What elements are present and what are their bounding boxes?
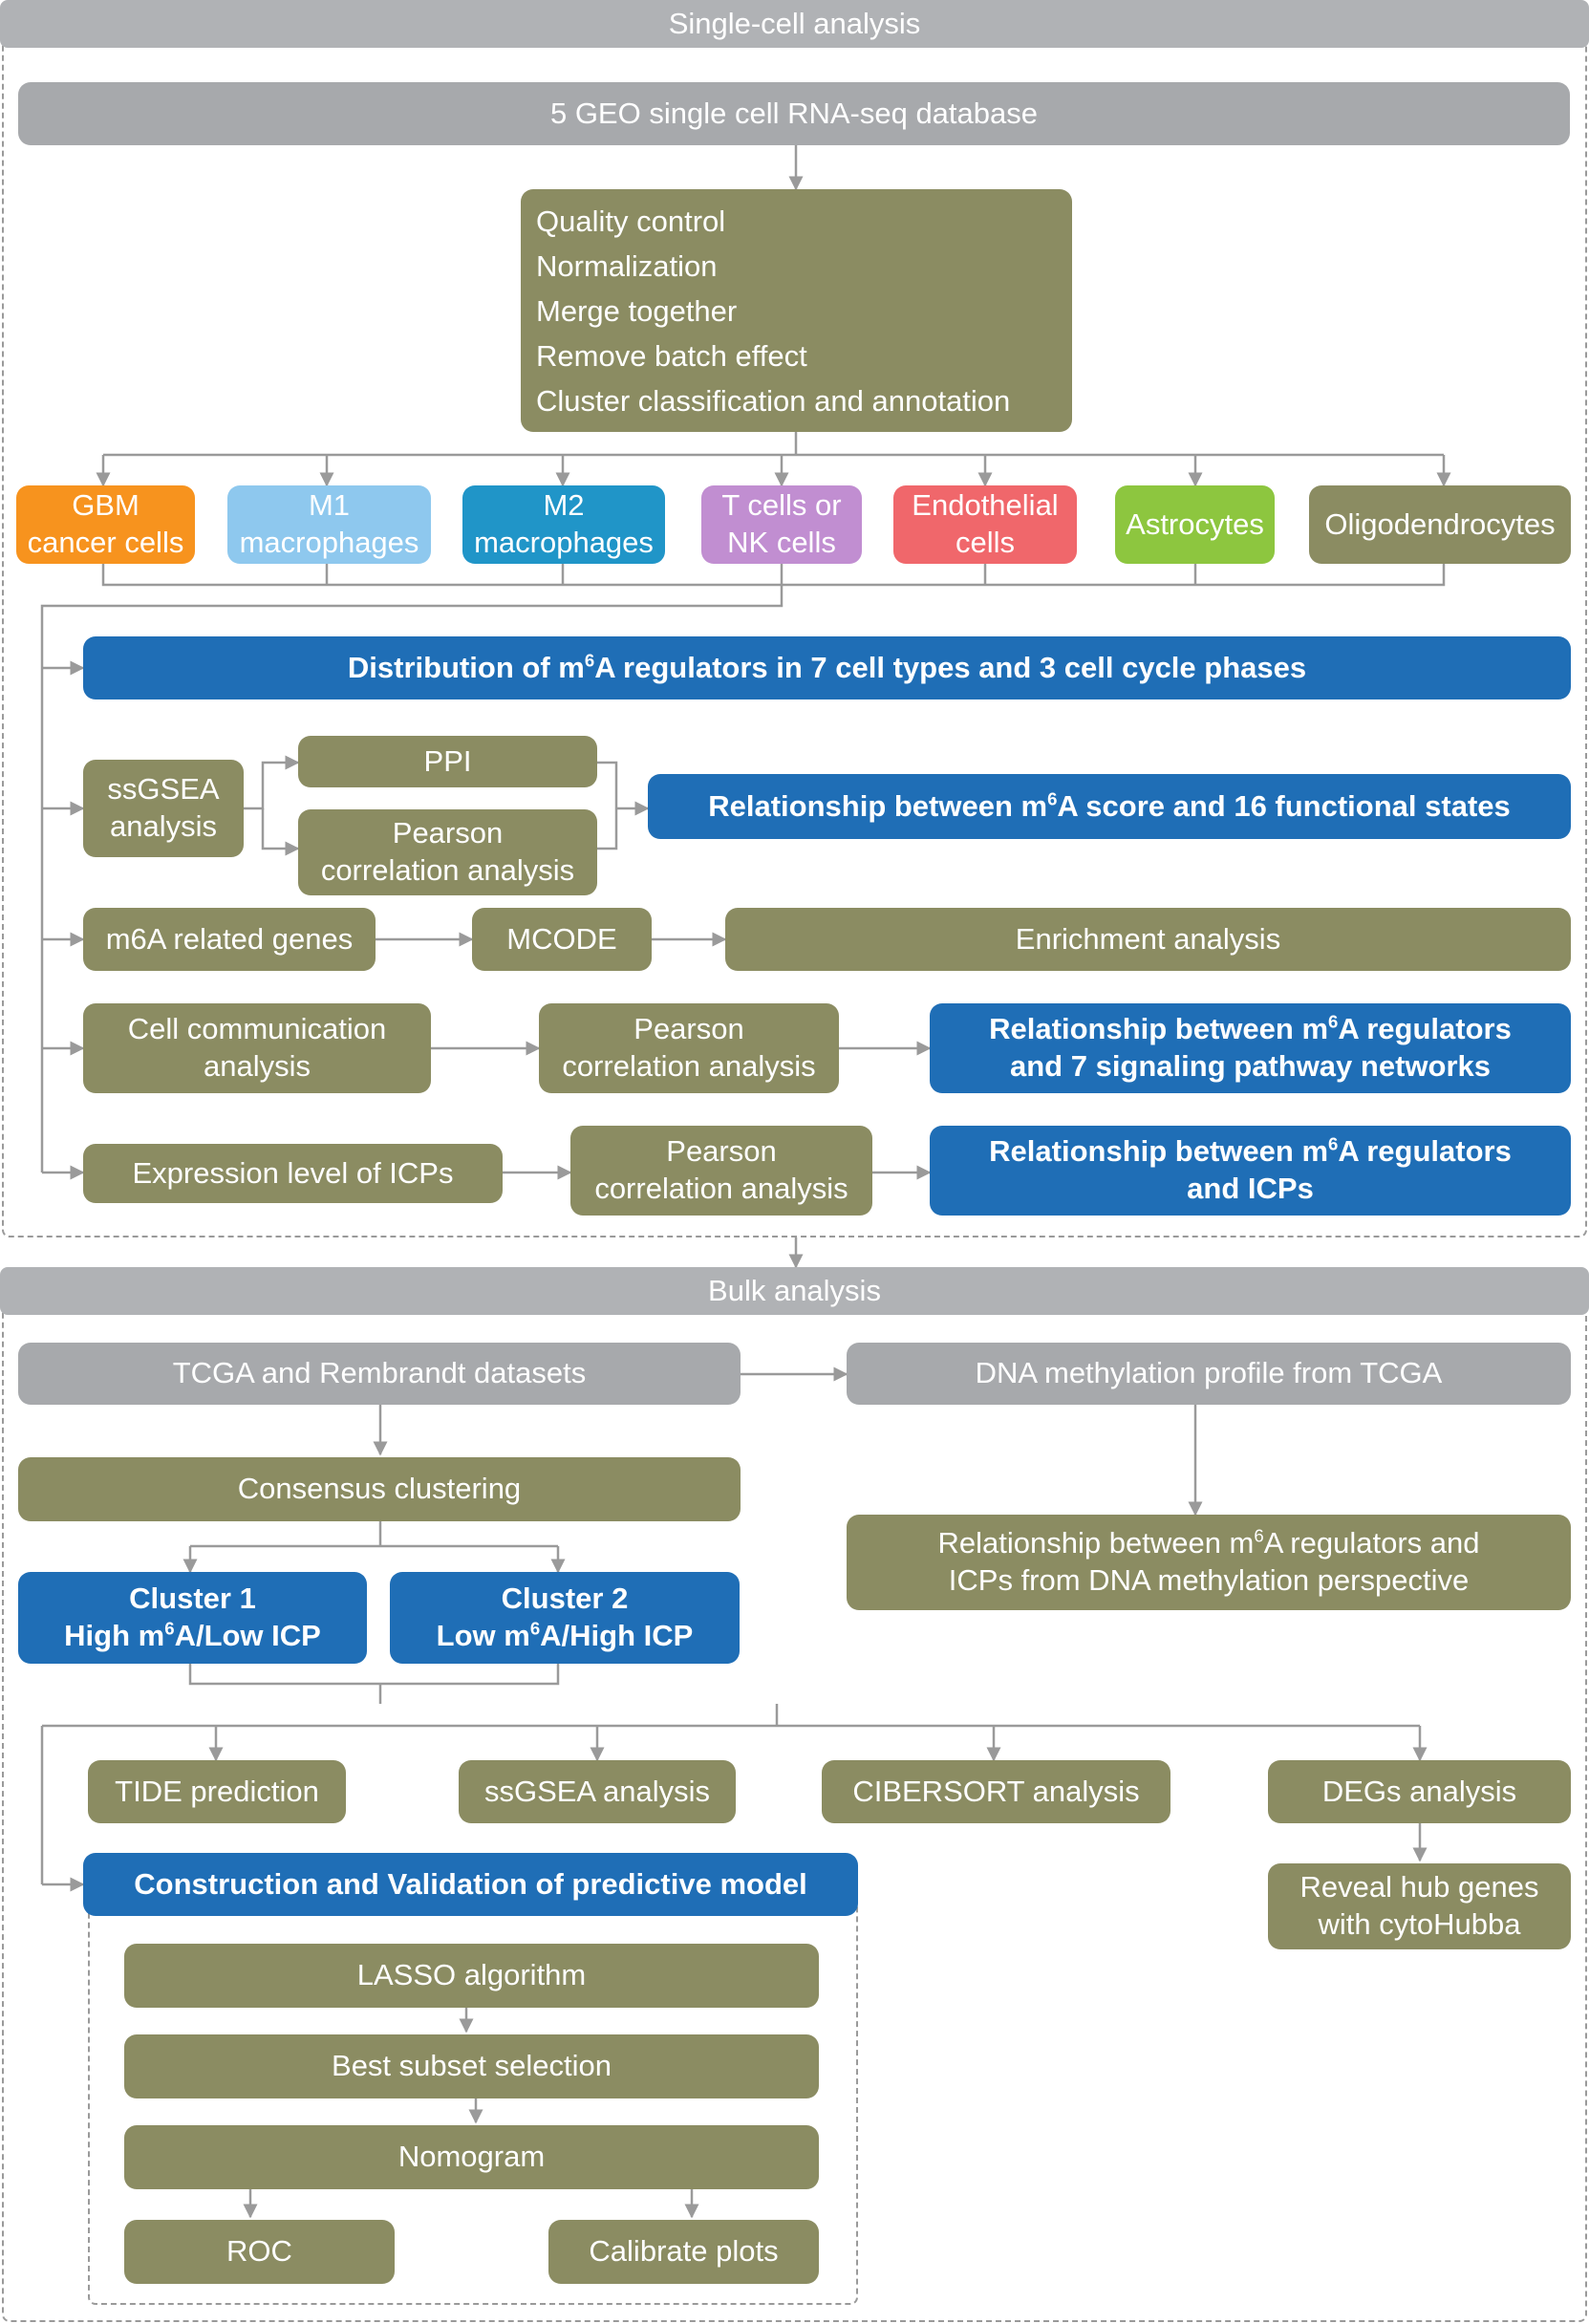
cell-type-tnk: T cells or NK cells	[701, 485, 862, 564]
qc-step: Remove batch effect	[536, 338, 807, 373]
icp-expression-box: Expression level of ICPs	[83, 1144, 503, 1203]
cell-type-gbm: GBM cancer cells	[16, 485, 195, 564]
relationship-icp-box: Relationship between m6A regulators and …	[930, 1126, 1571, 1216]
trunk-left	[40, 585, 784, 1173]
qc-steps-box: Quality control Normalization Merge toge…	[521, 189, 1072, 432]
hub-genes-box: Reveal hub genes with cytoHubba	[1268, 1863, 1571, 1949]
pearson-box-1: Pearson correlation analysis	[298, 809, 597, 895]
qc-step: Quality control	[536, 204, 726, 238]
pearson-box-3: Pearson correlation analysis	[570, 1126, 872, 1216]
geo-database-box: 5 GEO single cell RNA-seq database	[18, 82, 1570, 145]
cibersort-box: CIBERSORT analysis	[822, 1760, 1170, 1823]
ssgsea-bulk-box: ssGSEA analysis	[459, 1760, 736, 1823]
nomogram-box: Nomogram	[124, 2125, 819, 2189]
ssgsea-box: ssGSEA analysis	[83, 760, 244, 857]
cluster-1-box: Cluster 1 High m6A/Low ICP	[18, 1572, 367, 1664]
degs-box: DEGs analysis	[1268, 1760, 1571, 1823]
cell-type-oligodendrocytes: Oligodendrocytes	[1309, 485, 1571, 564]
m6a-genes-box: m6A related genes	[83, 908, 376, 971]
cell-type-m2: M2 macrophages	[462, 485, 665, 564]
single-cell-header: Single-cell analysis	[0, 0, 1589, 48]
qc-step: Merge together	[536, 293, 738, 328]
tide-box: TIDE prediction	[88, 1760, 346, 1823]
dna-methylation-box: DNA methylation profile from TCGA	[847, 1343, 1571, 1405]
roc-box: ROC	[124, 2220, 395, 2284]
qc-step: Cluster classification and annotation	[536, 383, 1011, 418]
relationship-pathway-box: Relationship between m6A regulators and …	[930, 1003, 1571, 1093]
bulk-header: Bulk analysis	[0, 1267, 1589, 1315]
cell-type-m1: M1 macrophages	[227, 485, 431, 564]
distribution-box: Distribution of m6A regulators in 7 cell…	[83, 636, 1571, 699]
consensus-clustering-box: Consensus clustering	[18, 1457, 741, 1521]
cell-communication-box: Cell communication analysis	[83, 1003, 431, 1093]
merge-celltypes	[101, 564, 1446, 587]
mcode-box: MCODE	[472, 908, 652, 971]
calibrate-plots-box: Calibrate plots	[548, 2220, 819, 2284]
cell-type-endothelial: Endothelial cells	[893, 485, 1077, 564]
predictive-model-box: Construction and Validation of predictiv…	[83, 1853, 858, 1916]
enrichment-box: Enrichment analysis	[725, 908, 1571, 971]
best-subset-box: Best subset selection	[124, 2034, 819, 2098]
datasets-box: TCGA and Rembrandt datasets	[18, 1343, 741, 1405]
qc-step: Normalization	[536, 248, 718, 283]
relationship-score-box: Relationship between m6A score and 16 fu…	[648, 774, 1571, 839]
ppi-box: PPI	[298, 736, 597, 787]
relationship-dna-box: Relationship between m6A regulators and …	[847, 1515, 1571, 1610]
lasso-box: LASSO algorithm	[124, 1944, 819, 2008]
cluster-2-box: Cluster 2 Low m6A/High ICP	[390, 1572, 740, 1664]
cell-type-astrocytes: Astrocytes	[1115, 485, 1275, 564]
pearson-box-2: Pearson correlation analysis	[539, 1003, 839, 1093]
